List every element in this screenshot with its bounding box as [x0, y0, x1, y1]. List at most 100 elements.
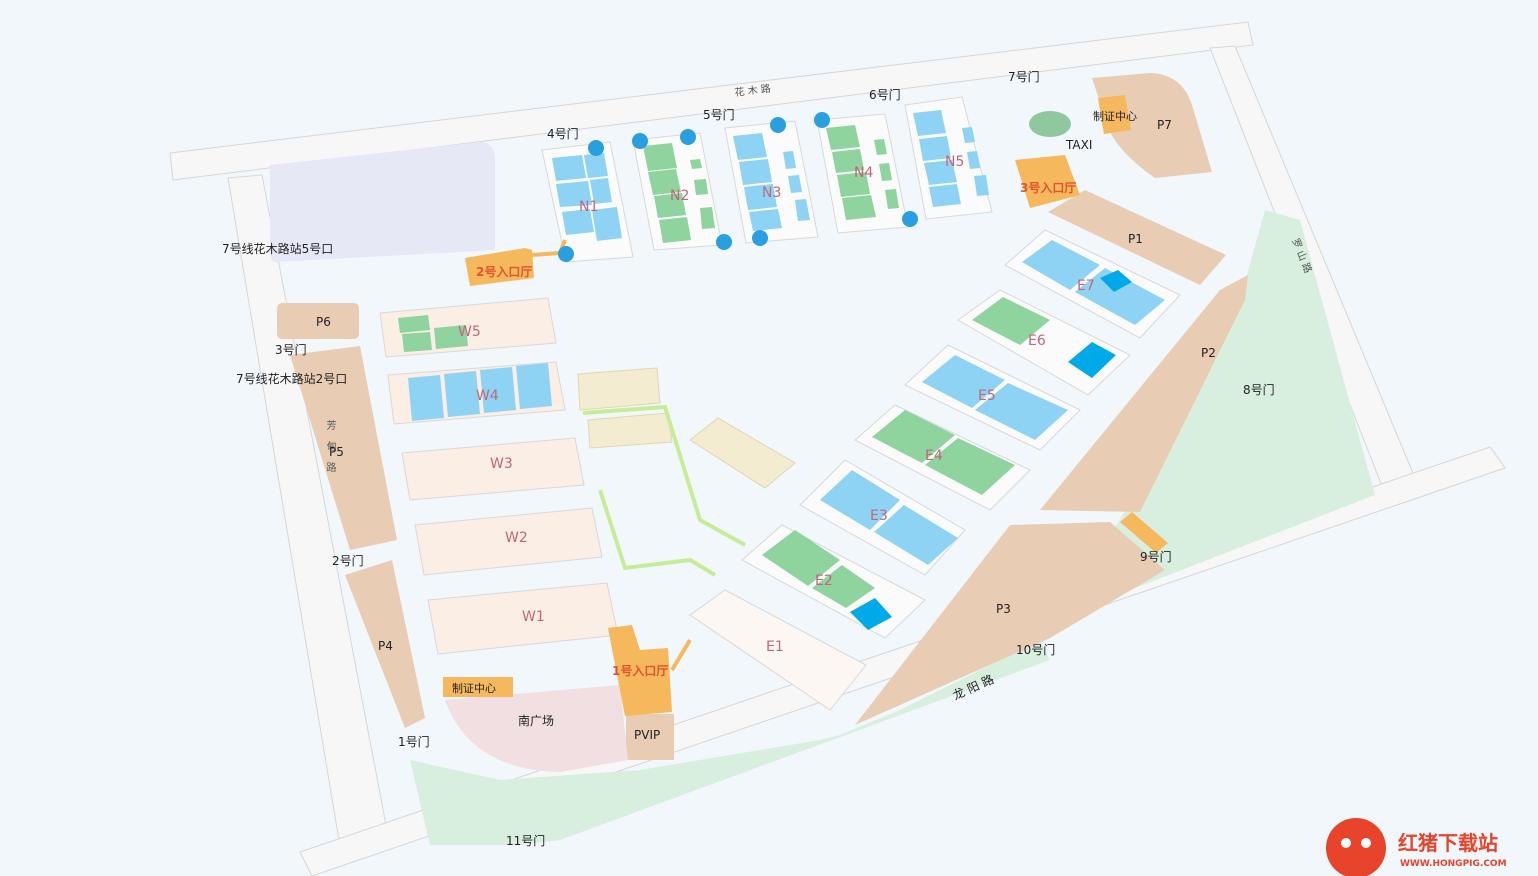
pavilion-c — [689, 417, 796, 489]
metro-station-area — [270, 142, 495, 262]
taxi-label: TAXI — [1065, 138, 1092, 152]
hall-n3[interactable] — [724, 120, 819, 244]
parking-p2 — [1040, 275, 1248, 512]
metro-exit-5-label: 7号线花木路站5号口 — [222, 241, 333, 256]
hall-e3[interactable] — [799, 459, 966, 576]
parking-label-pvip: PVIP — [634, 728, 660, 742]
restroom-icon — [716, 234, 732, 250]
gate-9-marker — [1120, 512, 1168, 553]
green-east — [1040, 210, 1375, 640]
taxi-stand-shape — [1029, 111, 1071, 137]
hall-e2[interactable] — [741, 524, 926, 639]
green-areas — [410, 210, 1375, 845]
hall-e5[interactable] — [904, 344, 1081, 451]
green-south — [410, 640, 1050, 845]
south-plaza-label: 南广场 — [518, 713, 554, 728]
west-halls — [379, 297, 619, 655]
entrance-2-shape[interactable] — [465, 248, 534, 286]
hall-label-e3: E3 — [870, 508, 888, 524]
hall-label-e2: E2 — [815, 573, 833, 589]
hall-label-e4: E4 — [925, 448, 943, 464]
restroom-icon — [770, 117, 786, 133]
hall-label-e7: E7 — [1077, 278, 1095, 294]
entrance-1-shape[interactable] — [608, 625, 672, 716]
parking-label-p4: P4 — [378, 639, 393, 653]
hall-label-n1: N1 — [579, 199, 598, 215]
walkway-south — [598, 489, 717, 577]
parking-pvip — [626, 714, 674, 760]
metro-exit-2-label: 7号线花木路站2号口 — [236, 371, 347, 386]
hall-label-w4: W4 — [476, 388, 499, 404]
gate-label-3: 3号门 — [275, 342, 307, 357]
hall-label-e6: E6 — [1028, 333, 1046, 349]
pig-logo-icon — [1326, 818, 1386, 876]
restroom-icon — [752, 230, 768, 246]
cert-center-south-shape[interactable] — [443, 677, 513, 697]
entrance-label-2: 2号入口厅 — [476, 264, 532, 279]
entrance-label-3: 3号入口厅 — [1020, 180, 1076, 195]
gate-label-6: 6号门 — [869, 87, 901, 102]
hall-label-n2: N2 — [670, 188, 689, 204]
gate-label-8: 8号门 — [1243, 382, 1275, 397]
restroom-icon — [558, 246, 574, 262]
entrance-3-shape[interactable] — [1015, 155, 1080, 208]
restroom-icon — [814, 112, 830, 128]
hall-n5[interactable] — [904, 96, 993, 220]
road-label-huamu: 花 木 路 — [734, 82, 772, 99]
watermark: 红猪下载站 WWW.HONGPIG.COM — [1326, 818, 1507, 876]
cert-center-south-label: 制证中心 — [452, 682, 496, 695]
entrance-halls — [443, 95, 1168, 716]
hall-w2[interactable] — [414, 507, 603, 576]
entrance-label-1: 1号入口厅 — [612, 663, 668, 678]
parking-label-p3: P3 — [996, 602, 1011, 616]
hall-n1[interactable] — [541, 141, 634, 263]
hall-label-w2: W2 — [505, 530, 528, 546]
gate-label-7: 7号门 — [1008, 69, 1040, 84]
parking-label-p6: P6 — [316, 315, 331, 329]
parking-label-p1: P1 — [1128, 232, 1143, 246]
parking-p4 — [345, 560, 425, 728]
parking-label-p5: P5 — [329, 445, 344, 459]
hall-n4[interactable] — [816, 113, 909, 234]
hall-label-w1: W1 — [522, 609, 545, 625]
watermark-url: WWW.HONGPIG.COM — [1400, 859, 1507, 869]
gate-label-5: 5号门 — [703, 107, 735, 122]
restroom-icon — [902, 211, 918, 227]
pavilion-a — [577, 367, 661, 411]
labels: 花 木 路 芳 甸 路 罗 山 路 龙 阳 路 N1 N2 N3 N4 N5 W… — [222, 69, 1315, 848]
walkway-north — [582, 404, 746, 547]
gate-label-1: 1号门 — [398, 734, 430, 749]
hall-e6[interactable] — [957, 289, 1131, 396]
parking-p3 — [855, 522, 1165, 725]
gate-label-10: 10号门 — [1016, 642, 1055, 657]
hall-e4[interactable] — [854, 404, 1031, 511]
restroom-icon — [632, 133, 648, 149]
restroom-icons — [558, 112, 918, 262]
cert-center-north-label: 制证中心 — [1093, 110, 1137, 123]
hall-e7[interactable] — [1004, 229, 1181, 339]
entrance-1-connector — [670, 638, 692, 672]
east-halls — [689, 229, 1181, 711]
hall-label-w3: W3 — [490, 456, 513, 472]
south-plaza-area — [445, 685, 628, 772]
hall-e1[interactable] — [689, 589, 867, 711]
parking-label-p2: P2 — [1201, 346, 1216, 360]
cert-center-north-shape[interactable] — [1098, 95, 1131, 134]
hall-label-e5: E5 — [978, 388, 996, 404]
hall-w5[interactable] — [379, 297, 557, 358]
hall-label-n3: N3 — [762, 185, 781, 201]
parking-p5 — [290, 346, 397, 550]
pavilion-b — [587, 412, 673, 449]
hall-label-e1: E1 — [766, 639, 784, 655]
hall-w3[interactable] — [401, 437, 585, 501]
gate-label-4: 4号门 — [547, 126, 579, 141]
hall-label-n5: N5 — [945, 154, 964, 170]
parking-p6 — [277, 303, 359, 339]
restroom-icon — [680, 129, 696, 145]
parking-label-p7: P7 — [1157, 118, 1172, 132]
watermark-name: 红猪下载站 — [1398, 831, 1498, 855]
hall-n2[interactable] — [632, 132, 723, 251]
road-huamu — [169, 21, 1254, 181]
hall-w4[interactable] — [387, 361, 566, 425]
restroom-icon — [588, 140, 604, 156]
